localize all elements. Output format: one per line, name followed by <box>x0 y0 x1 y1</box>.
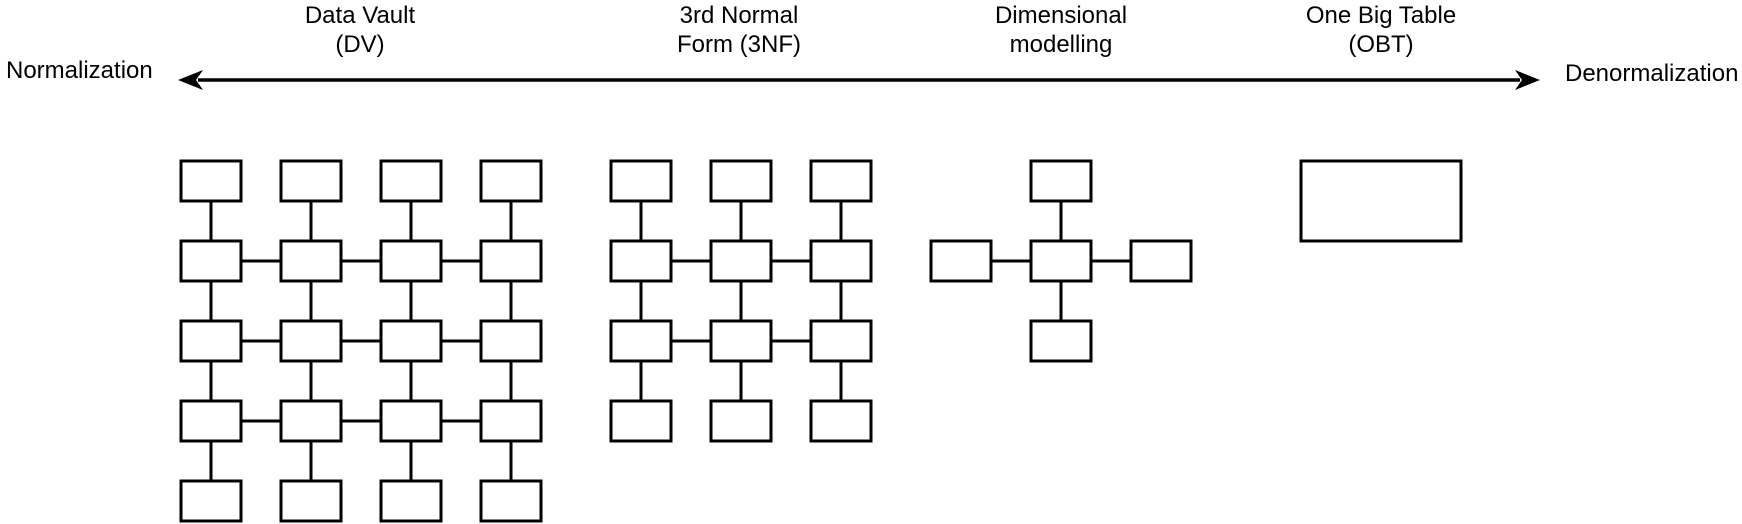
table-box <box>279 399 343 443</box>
label-one-big-table: One Big Table (OBT) <box>1306 1 1456 59</box>
table-box <box>479 159 543 203</box>
table-box <box>809 399 873 443</box>
table-box <box>379 239 443 283</box>
table-box <box>609 319 673 363</box>
label-3nf: 3rd Normal Form (3NF) <box>677 1 801 59</box>
table-box <box>179 479 243 523</box>
table-box <box>479 239 543 283</box>
table-box <box>479 319 543 363</box>
label-dimensional-modelling: Dimensional modelling <box>995 1 1127 59</box>
table-box <box>179 239 243 283</box>
label-line: Data Vault <box>304 2 416 29</box>
label-line: modelling <box>1009 31 1113 58</box>
table-box <box>379 159 443 203</box>
table-box <box>609 239 673 283</box>
arrowhead-left-icon <box>178 70 203 90</box>
table-box <box>609 399 673 443</box>
table-box <box>479 479 543 523</box>
label-line: (DV) <box>335 31 385 58</box>
arrowhead-right-icon <box>1515 70 1540 90</box>
label-line: One Big Table <box>1305 2 1457 29</box>
table-box <box>279 319 343 363</box>
table-box <box>709 239 773 283</box>
table-box <box>1029 159 1093 203</box>
label-line: 3rd Normal <box>679 2 799 29</box>
axis-label-normalization: Normalization <box>6 57 153 84</box>
table-box <box>479 399 543 443</box>
table-box <box>809 319 873 363</box>
table-box <box>709 159 773 203</box>
table-box <box>379 319 443 363</box>
label-line: (OBT) <box>1348 31 1414 58</box>
table-box <box>179 159 243 203</box>
table-box <box>379 479 443 523</box>
axis-label-denormalization: Denormalization <box>1565 60 1739 87</box>
table-box <box>1299 159 1463 243</box>
table-box <box>809 159 873 203</box>
table-box <box>279 159 343 203</box>
table-box <box>1029 319 1093 363</box>
table-box <box>609 159 673 203</box>
table-box <box>279 479 343 523</box>
label-line: Dimensional <box>994 2 1128 29</box>
table-box <box>809 239 873 283</box>
table-box <box>379 399 443 443</box>
table-box <box>1129 239 1193 283</box>
label-line: Form (3NF) <box>677 31 801 58</box>
label-data-vault: Data Vault (DV) <box>305 1 415 59</box>
table-box <box>179 319 243 363</box>
table-box <box>929 239 993 283</box>
table-box <box>279 239 343 283</box>
table-box <box>1029 239 1093 283</box>
table-box <box>179 399 243 443</box>
table-box <box>709 399 773 443</box>
table-box <box>709 319 773 363</box>
